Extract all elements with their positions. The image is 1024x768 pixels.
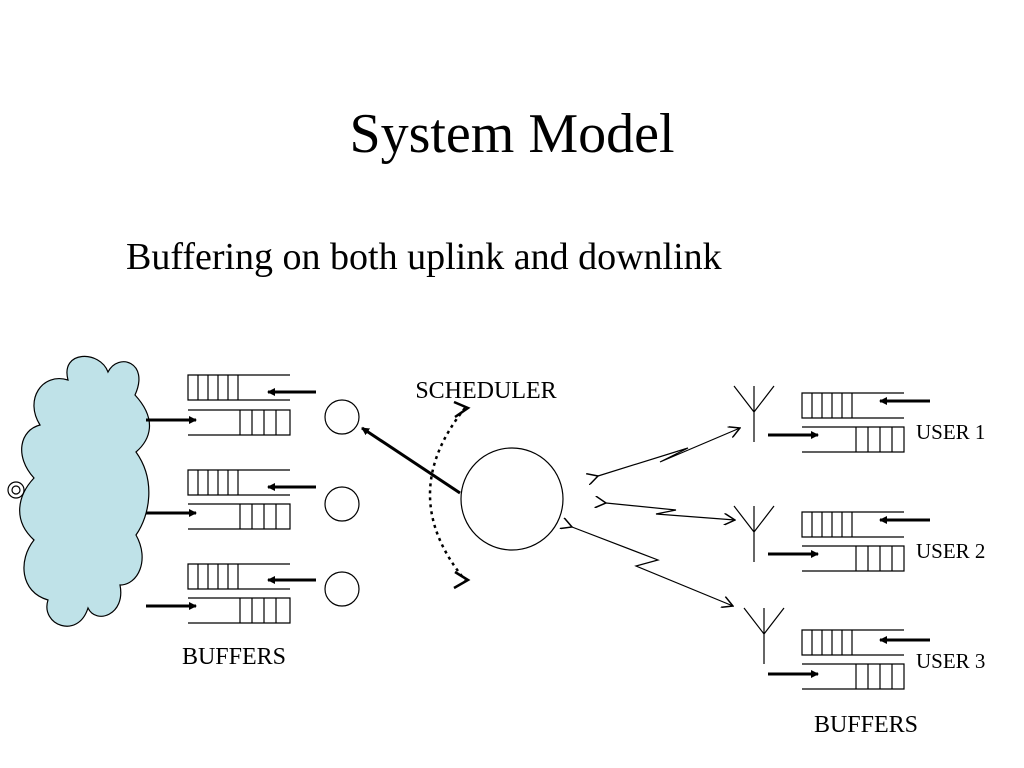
slide-title: System Model	[349, 103, 675, 165]
uplink-queue	[187, 469, 290, 496]
switch-node-2	[324, 486, 360, 522]
wireless-link-user-2	[606, 503, 735, 520]
left-buffer-group-2	[146, 469, 316, 530]
cloud-port-icon	[7, 481, 25, 499]
queue-slots	[239, 598, 277, 623]
user-label: USER 2	[916, 539, 985, 563]
queue-slots	[811, 512, 853, 537]
downlink-queue	[188, 409, 291, 436]
uplink-queue	[801, 511, 904, 538]
base-station-node	[460, 447, 564, 551]
queue-slots	[811, 393, 853, 418]
scheduler-arc-head-top	[453, 400, 471, 419]
scheduler-rotation-arc	[428, 407, 466, 581]
uplink-queue	[187, 374, 290, 401]
user-buffer-group-2: USER 2	[768, 511, 985, 572]
cloud-shape	[19, 355, 151, 627]
user-buffer-group-3: USER 3	[768, 629, 985, 690]
queue-slots	[197, 564, 239, 589]
scheduler-pointer-arrow	[361, 426, 461, 495]
user-label: USER 1	[916, 420, 985, 444]
queue-slots	[855, 546, 893, 571]
wireless-link-user-3	[572, 527, 733, 606]
uplink-queue	[801, 629, 904, 656]
antenna-icon	[733, 505, 775, 562]
downlink-queue	[802, 545, 905, 572]
antenna-icon	[733, 385, 775, 442]
downlink-queue	[802, 426, 905, 453]
queue-slots	[239, 410, 277, 435]
queue-slots	[197, 470, 239, 495]
left-buffer-group-3	[146, 563, 316, 624]
uplink-queue	[801, 392, 904, 419]
queue-slots	[811, 630, 853, 655]
queue-slots	[197, 375, 239, 400]
downlink-queue	[188, 597, 291, 624]
queue-slots	[239, 504, 277, 529]
user-label: USER 3	[916, 649, 985, 673]
left-buffers-label: BUFFERS	[182, 644, 286, 670]
network-cloud	[7, 355, 151, 627]
antenna-icon	[743, 607, 785, 664]
slide-subtitle: Buffering on both uplink and downlink	[126, 236, 722, 278]
scheduler-label: SCHEDULER	[415, 378, 556, 404]
downlink-queue	[188, 503, 291, 530]
switch-node-3	[324, 571, 360, 607]
queue-slots	[855, 427, 893, 452]
user-buffer-group-1: USER 1	[768, 392, 985, 453]
wireless-link-user-1	[598, 428, 740, 476]
switch-node-1	[324, 399, 360, 435]
cloud-port-inner-icon	[11, 485, 21, 495]
scheduler-arc-head-bottom	[453, 570, 471, 590]
uplink-queue	[187, 563, 290, 590]
downlink-queue	[802, 663, 905, 690]
right-buffers-label: BUFFERS	[814, 712, 918, 738]
queue-slots	[855, 664, 893, 689]
left-buffer-group-1	[146, 374, 316, 436]
